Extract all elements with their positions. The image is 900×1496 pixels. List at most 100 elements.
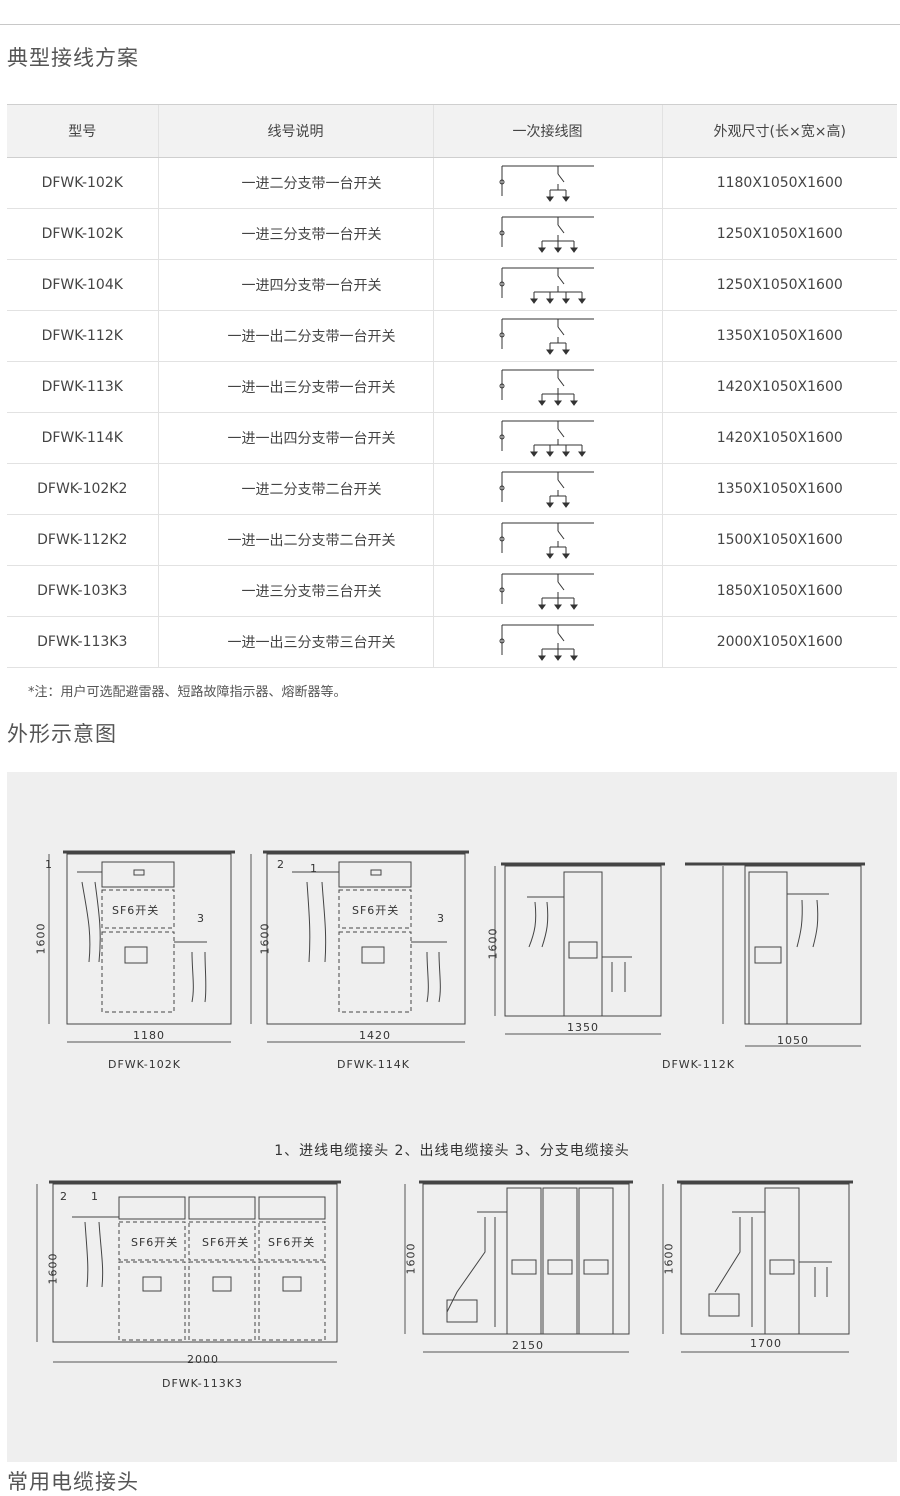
height-dim: 1600 bbox=[34, 922, 48, 955]
single-line-diagram bbox=[499, 216, 594, 253]
dimensions-cell: 1180X1050X1600 bbox=[661, 157, 897, 209]
diagram-cell bbox=[432, 565, 662, 617]
dimensions-cell: 2000X1050X1600 bbox=[661, 616, 897, 668]
width-dim: 1180 bbox=[133, 1029, 165, 1042]
height-dim: 1600 bbox=[46, 1252, 60, 1285]
height-dim: 1600 bbox=[662, 1242, 676, 1275]
diagram-cell bbox=[432, 259, 662, 311]
single-line-diagram bbox=[499, 471, 594, 508]
model-cell: DFWK-104K bbox=[7, 259, 158, 311]
desc-cell: 一进二分支带二台开关 bbox=[157, 463, 433, 515]
model-cell: DFWK-112K2 bbox=[7, 514, 158, 566]
diagram-cell bbox=[432, 208, 662, 260]
diagram-cell bbox=[432, 412, 662, 464]
outline-section-title: 外形示意图 bbox=[7, 722, 117, 746]
callout-2: 2 bbox=[277, 858, 285, 871]
single-line-diagram bbox=[499, 267, 594, 304]
model-cell: DFWK-112K bbox=[7, 310, 158, 362]
callout-1: 1 bbox=[310, 862, 318, 875]
drawing-name: DFWK-112K bbox=[662, 1058, 735, 1071]
height-dim: 1600 bbox=[486, 927, 500, 960]
model-cell: DFWK-102K bbox=[7, 208, 158, 260]
single-line-diagram bbox=[499, 624, 594, 661]
width-dim: 2150 bbox=[512, 1339, 544, 1352]
model-cell: DFWK-102K bbox=[7, 157, 158, 209]
desc-cell: 一进一出三分支带三台开关 bbox=[157, 616, 433, 668]
drawing-113k3 bbox=[49, 1180, 341, 1343]
callout-3: 3 bbox=[197, 912, 205, 925]
width-dim: 1420 bbox=[359, 1029, 391, 1042]
dimensions-cell: 1420X1050X1600 bbox=[661, 361, 897, 413]
diagram-cell bbox=[432, 514, 662, 566]
single-line-diagram bbox=[499, 420, 594, 457]
outline-drawings bbox=[36, 850, 865, 1363]
diagram-cell bbox=[432, 157, 662, 209]
drawing-name: DFWK-114K bbox=[337, 1058, 410, 1071]
model-cell: DFWK-113K bbox=[7, 361, 158, 413]
dimensions-cell: 1250X1050X1600 bbox=[661, 208, 897, 260]
drawing-112k-side bbox=[685, 862, 865, 1025]
switch-label: SF6开关 bbox=[131, 1236, 179, 1249]
wiring-section-title: 典型接线方案 bbox=[7, 46, 139, 70]
drawing-2150 bbox=[419, 1180, 633, 1335]
dimensions-cell: 1350X1050X1600 bbox=[661, 310, 897, 362]
header-dimensions: 外观尺寸(长×宽×高) bbox=[661, 104, 897, 158]
desc-cell: 一进一出二分支带二台开关 bbox=[157, 514, 433, 566]
dimensions-cell: 1850X1050X1600 bbox=[661, 565, 897, 617]
single-line-diagram bbox=[499, 165, 594, 202]
dimensions-cell: 1250X1050X1600 bbox=[661, 259, 897, 311]
callout-1: 1 bbox=[45, 858, 53, 871]
dimensions-cell: 1350X1050X1600 bbox=[661, 463, 897, 515]
desc-cell: 一进三分支带一台开关 bbox=[157, 208, 433, 260]
cable-legend: 1、进线电缆接头 2、出线电缆接头 3、分支电缆接头 bbox=[274, 1143, 630, 1159]
single-line-diagram bbox=[499, 318, 594, 355]
callout-1: 1 bbox=[91, 1190, 99, 1203]
drawing-112k bbox=[501, 862, 665, 1017]
switch-label: SF6开关 bbox=[268, 1236, 316, 1249]
width-dim: 1350 bbox=[567, 1021, 599, 1034]
table-header-row: 型号 线号说明 一次接线图 外观尺寸(长×宽×高) bbox=[7, 104, 897, 158]
table-note: *注：用户可选配避雷器、短路故障指示器、熔断器等。 bbox=[28, 685, 347, 700]
height-dim: 1600 bbox=[404, 1242, 418, 1275]
model-cell: DFWK-114K bbox=[7, 412, 158, 464]
single-line-diagram bbox=[499, 573, 594, 610]
desc-cell: 一进四分支带一台开关 bbox=[157, 259, 433, 311]
model-cell: DFWK-102K2 bbox=[7, 463, 158, 515]
switch-label: SF6开关 bbox=[202, 1236, 250, 1249]
diagram-cell bbox=[432, 310, 662, 362]
width-dim: 1050 bbox=[777, 1034, 809, 1047]
desc-cell: 一进一出二分支带一台开关 bbox=[157, 310, 433, 362]
desc-cell: 一进一出四分支带一台开关 bbox=[157, 412, 433, 464]
width-dim: 2000 bbox=[187, 1353, 219, 1366]
outline-drawings-panel: SF6开关 SF6开关 SF6开关 SF6开关 SF6开关 1 3 2 1 3 … bbox=[7, 772, 897, 1462]
desc-cell: 一进三分支带三台开关 bbox=[157, 565, 433, 617]
drawing-114k bbox=[263, 850, 469, 1025]
header-diagram: 一次接线图 bbox=[432, 104, 662, 158]
drawing-name: DFWK-113K3 bbox=[162, 1377, 243, 1390]
single-line-diagram bbox=[499, 522, 594, 559]
dimension-lines bbox=[36, 854, 861, 1363]
cable-section-title: 常用电缆接头 bbox=[7, 1470, 139, 1494]
callout-2: 2 bbox=[60, 1190, 68, 1203]
dimensions-cell: 1420X1050X1600 bbox=[661, 412, 897, 464]
diagram-cell bbox=[432, 463, 662, 515]
drawing-name: DFWK-102K bbox=[108, 1058, 181, 1071]
model-cell: DFWK-113K3 bbox=[7, 616, 158, 668]
diagram-cell bbox=[432, 361, 662, 413]
drawing-102k bbox=[63, 850, 235, 1025]
width-dim: 1700 bbox=[750, 1337, 782, 1350]
header-model: 型号 bbox=[7, 104, 158, 158]
header-desc: 线号说明 bbox=[157, 104, 433, 158]
diagram-cell bbox=[432, 616, 662, 668]
desc-cell: 一进二分支带一台开关 bbox=[157, 157, 433, 209]
top-divider bbox=[0, 24, 900, 25]
switch-label: SF6开关 bbox=[352, 904, 400, 917]
